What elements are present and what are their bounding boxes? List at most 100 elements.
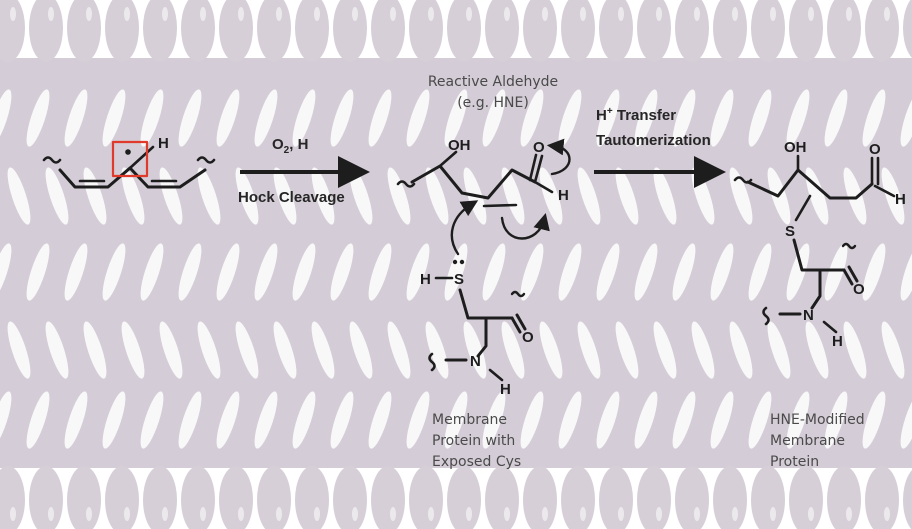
lipid-highlight	[542, 7, 548, 21]
reactive-aldehyde-line-2: (e.g. HNE)	[457, 95, 529, 111]
wavy-bond-aldehyde	[396, 180, 416, 188]
lipid-head-top	[371, 0, 405, 62]
product-carbonyl-double-2	[847, 265, 859, 283]
lipid-tail-gap	[786, 391, 810, 449]
lipid-highlight	[238, 7, 244, 21]
lipid-head-bottom	[827, 466, 861, 529]
lipid-tail-gap	[406, 89, 430, 147]
lipid-tail-gap	[45, 321, 69, 379]
lipid-head-bottom	[67, 466, 101, 529]
n-h-bond	[488, 368, 504, 382]
lipid-tail-gap	[7, 321, 31, 379]
lipid-tail-gap	[292, 243, 316, 301]
lipid-highlight	[580, 507, 586, 521]
lipid-tail-gap	[26, 89, 50, 147]
h-plus-superscript: +	[606, 106, 613, 117]
lipid-tail-gap	[501, 167, 525, 225]
carbonyl-double-1	[510, 316, 522, 334]
lipid-highlight	[390, 507, 396, 521]
lipid-highlight	[200, 507, 206, 521]
lipid-head-bottom	[219, 466, 253, 529]
amine-h: H	[500, 381, 511, 398]
lipid-highlight	[124, 7, 130, 21]
lipid-head-top	[295, 0, 329, 62]
lipid-tail-gap	[748, 391, 772, 449]
lipid-tail-gap	[634, 89, 658, 147]
aldehyde-h: H	[558, 187, 569, 204]
lipid-tail-gap	[0, 89, 12, 147]
lipid-highlight	[732, 507, 738, 521]
radical-site-box	[111, 140, 149, 178]
lipid-tail-gap	[558, 391, 582, 449]
lipid-head-top	[181, 0, 215, 62]
lipid-head-bottom	[523, 466, 557, 529]
lipid-tail-gap	[159, 321, 183, 379]
lipid-tail-gap	[710, 89, 734, 147]
lipid-tail-gap	[311, 321, 335, 379]
lipid-tail-gap	[216, 391, 240, 449]
lipid-tail-gap	[45, 167, 69, 225]
lipid-highlight	[162, 7, 168, 21]
h-plus-symbol: H	[596, 107, 607, 124]
lipid-tail-gap	[596, 391, 620, 449]
lipid-tail-gap	[824, 243, 848, 301]
c-h-bond	[128, 145, 155, 170]
lipid-highlight	[846, 7, 852, 21]
lipid-highlight	[656, 507, 662, 521]
lipid-head-bottom	[675, 466, 709, 529]
alkene-double-bond	[482, 203, 518, 208]
lipid-highlight	[428, 7, 434, 21]
lipid-head-top	[865, 0, 899, 62]
lipid-head-bottom	[713, 466, 747, 529]
amine-n: N	[470, 353, 481, 370]
lipid-tail-gap	[102, 243, 126, 301]
lipid-tail-gap	[748, 243, 772, 301]
lipid-highlight	[504, 7, 510, 21]
lipid-tail-gap	[672, 243, 696, 301]
lipid-head-bottom	[485, 466, 519, 529]
lipid-head-top	[637, 0, 671, 62]
lipid-head-top	[599, 0, 633, 62]
product-h: H	[895, 191, 906, 208]
lipid-tail-gap	[0, 243, 12, 301]
lipid-tail-gap	[349, 321, 373, 379]
hock-cleavage-label: Hock Cleavage	[238, 189, 345, 206]
lipid-tail-gap	[178, 89, 202, 147]
lipid-highlight	[10, 507, 16, 521]
lipid-highlight	[504, 507, 510, 521]
lipid-head-bottom	[561, 466, 595, 529]
lipid-tail-gap	[672, 89, 696, 147]
lipid-head-bottom	[599, 466, 633, 529]
lipid-tail-gap	[216, 89, 240, 147]
lipid-head-top	[67, 0, 101, 62]
lipid-tail-gap	[577, 167, 601, 225]
wavy-bond-left	[42, 156, 62, 164]
lipid-tail-gap	[64, 243, 88, 301]
lipid-tail-gap	[273, 321, 297, 379]
lipid-tail-gap	[406, 391, 430, 449]
wavy-bond-carbonyl	[510, 290, 526, 298]
lipid-highlight	[694, 7, 700, 21]
lipid-tail-gap	[425, 167, 449, 225]
lipid-tail-gap	[824, 89, 848, 147]
c-oh-bond	[438, 150, 458, 168]
lipid-head-bottom	[333, 466, 367, 529]
lipid-tail-gap	[596, 89, 620, 147]
hne-modified-line-1: HNE-Modified	[770, 412, 865, 428]
carbonyl-double-2	[515, 313, 527, 331]
lipid-tail-gap	[102, 391, 126, 449]
lipid-highlight	[124, 507, 130, 521]
lipid-tail-gap	[862, 89, 886, 147]
lipid-highlight	[770, 507, 776, 521]
lipid-tail-gap	[254, 391, 278, 449]
lipid-tail-gap	[140, 243, 164, 301]
lipid-highlight	[86, 7, 92, 21]
lipid-tail-gap	[520, 243, 544, 301]
lipid-tail-gap	[463, 321, 487, 379]
hne-modified-label: HNE-Modified Membrane Protein	[770, 410, 865, 473]
lipid-highlight	[238, 507, 244, 521]
lipid-highlight	[846, 507, 852, 521]
lipid-highlight	[656, 7, 662, 21]
lipid-highlight	[884, 7, 890, 21]
